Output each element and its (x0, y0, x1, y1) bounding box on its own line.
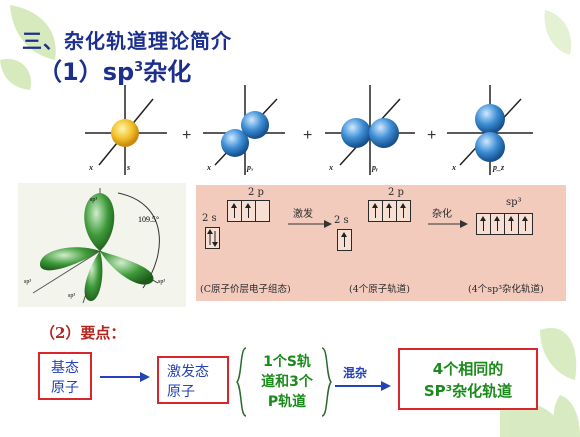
subtitle-superscript: 3 (134, 60, 144, 75)
box3-line1: 4个相同的 (432, 360, 504, 378)
excited-2p-cells (368, 200, 411, 222)
sp3-cells (476, 213, 533, 235)
axis-label-x-2: x (207, 163, 211, 172)
orbital-cell-up (368, 200, 383, 222)
orbital-illustration-row: + + + s pₓ pᵧ p_z x x x x (85, 85, 555, 185)
ground-2p-cells (227, 200, 270, 222)
sp3-tetrahedral-model-image: 109.5° sp³ sp³ sp³ sp³ (18, 183, 186, 307)
ground-state-atom-box: 基态 原子 (38, 352, 92, 400)
box2-line2: 原子 (167, 384, 195, 400)
box2-line1: 激发态 (167, 364, 209, 380)
label-px: pₓ (247, 163, 254, 172)
plus-sign-3: + (427, 127, 437, 144)
box1-line1: 基态 (51, 360, 79, 376)
label-2s-ground: 2 s (202, 213, 217, 224)
label-excite: 激发 (293, 209, 313, 220)
label-pz: p_z (493, 163, 505, 172)
sp3-lobe-label-2: sp³ (24, 279, 32, 285)
excited-state-atom-box: 激发态 原子 (157, 356, 229, 404)
tetrahedral-lobes-illustration (32, 188, 160, 304)
orbital-cell-paired (205, 227, 220, 249)
orbital-cell-up (504, 213, 519, 235)
label-py: pᵧ (372, 163, 378, 172)
label-2s-excited: 2 s (334, 215, 349, 226)
sp3-result-box: 4个相同的 SP³杂化轨道 (398, 348, 538, 410)
angle-label: 109.5° (138, 215, 160, 224)
orbital-mix-description: 1个S轨 道和3个 P轨道 (248, 352, 326, 412)
hybridize-arrow-icon (428, 220, 468, 228)
plus-sign-2: + (303, 127, 313, 144)
sp3-lobe-label-3: sp³ (158, 279, 166, 285)
label-sp3: sp³ (506, 197, 522, 208)
orbital-cell-up (396, 200, 411, 222)
pz-orbital (447, 85, 533, 175)
leaf-decoration-top-left (0, 5, 56, 90)
subtitle-suffix: 杂化 (143, 58, 192, 86)
sp3-lobe-label-1: sp³ (90, 197, 98, 203)
orbital-cell-up (476, 213, 491, 235)
caption-sp3-orbitals: (4个sp³杂化轨道) (468, 284, 544, 295)
plus-sign-1: + (182, 127, 192, 144)
label-s: s (127, 163, 131, 172)
right-brace-icon (321, 347, 332, 417)
orbital-cell-up (518, 213, 533, 235)
section-title: 三、杂化轨道理论简介 (22, 29, 232, 53)
px-orbital (203, 85, 285, 175)
ground-2s-cell (205, 227, 220, 249)
subtitle: （1）sp3杂化 (38, 52, 191, 87)
caption-ground-state: (C原子价层电子组态) (200, 284, 291, 295)
keypoints-heading: （2）要点： (40, 324, 126, 342)
leaf-decoration-bottom-right (500, 328, 580, 437)
excited-2s-cell (337, 229, 352, 251)
orbital-cell-up (337, 229, 352, 251)
orbital-diagrams (85, 85, 533, 175)
box1-line2: 原子 (51, 380, 79, 396)
axis-label-x-1: x (89, 163, 93, 172)
label-2p-ground: 2 p (248, 187, 264, 198)
box3-line2: SP³杂化轨道 (423, 382, 513, 400)
paired-arrows-icon (207, 229, 218, 247)
hybridization-energy-diagram: 2 p 2 s 激发 2 s 2 p 杂化 (196, 185, 566, 301)
orbital-cell-up (227, 200, 242, 222)
subtitle-prefix: （1）sp (38, 58, 135, 86)
middle-line2: 道和3个 (261, 374, 313, 390)
orbital-cell-up (241, 200, 256, 222)
middle-line3: P轨道 (267, 394, 307, 410)
sp3-lobe-label-4: sp³ (68, 293, 76, 299)
orbital-cell-empty (255, 200, 270, 222)
flow-arrow-2-icon (335, 381, 391, 391)
flow-arrow-1-icon (100, 372, 150, 382)
mix-arrow-label: 混杂 (343, 366, 368, 380)
s-orbital (85, 85, 167, 175)
leaf-decoration-top-right (544, 10, 572, 55)
left-brace-icon (236, 347, 247, 417)
caption-atomic-orbitals: (4个原子轨道) (349, 284, 410, 295)
py-orbital (325, 85, 415, 175)
excite-arrow-icon (288, 220, 332, 228)
middle-line1: 1个S轨 (263, 354, 311, 370)
label-hybridize: 杂化 (432, 209, 452, 220)
axis-label-x-4: x (452, 163, 456, 172)
orbital-cell-up (490, 213, 505, 235)
label-2p-excited: 2 p (388, 187, 404, 198)
orbital-cell-up (382, 200, 397, 222)
axis-label-x-3: x (329, 163, 333, 172)
